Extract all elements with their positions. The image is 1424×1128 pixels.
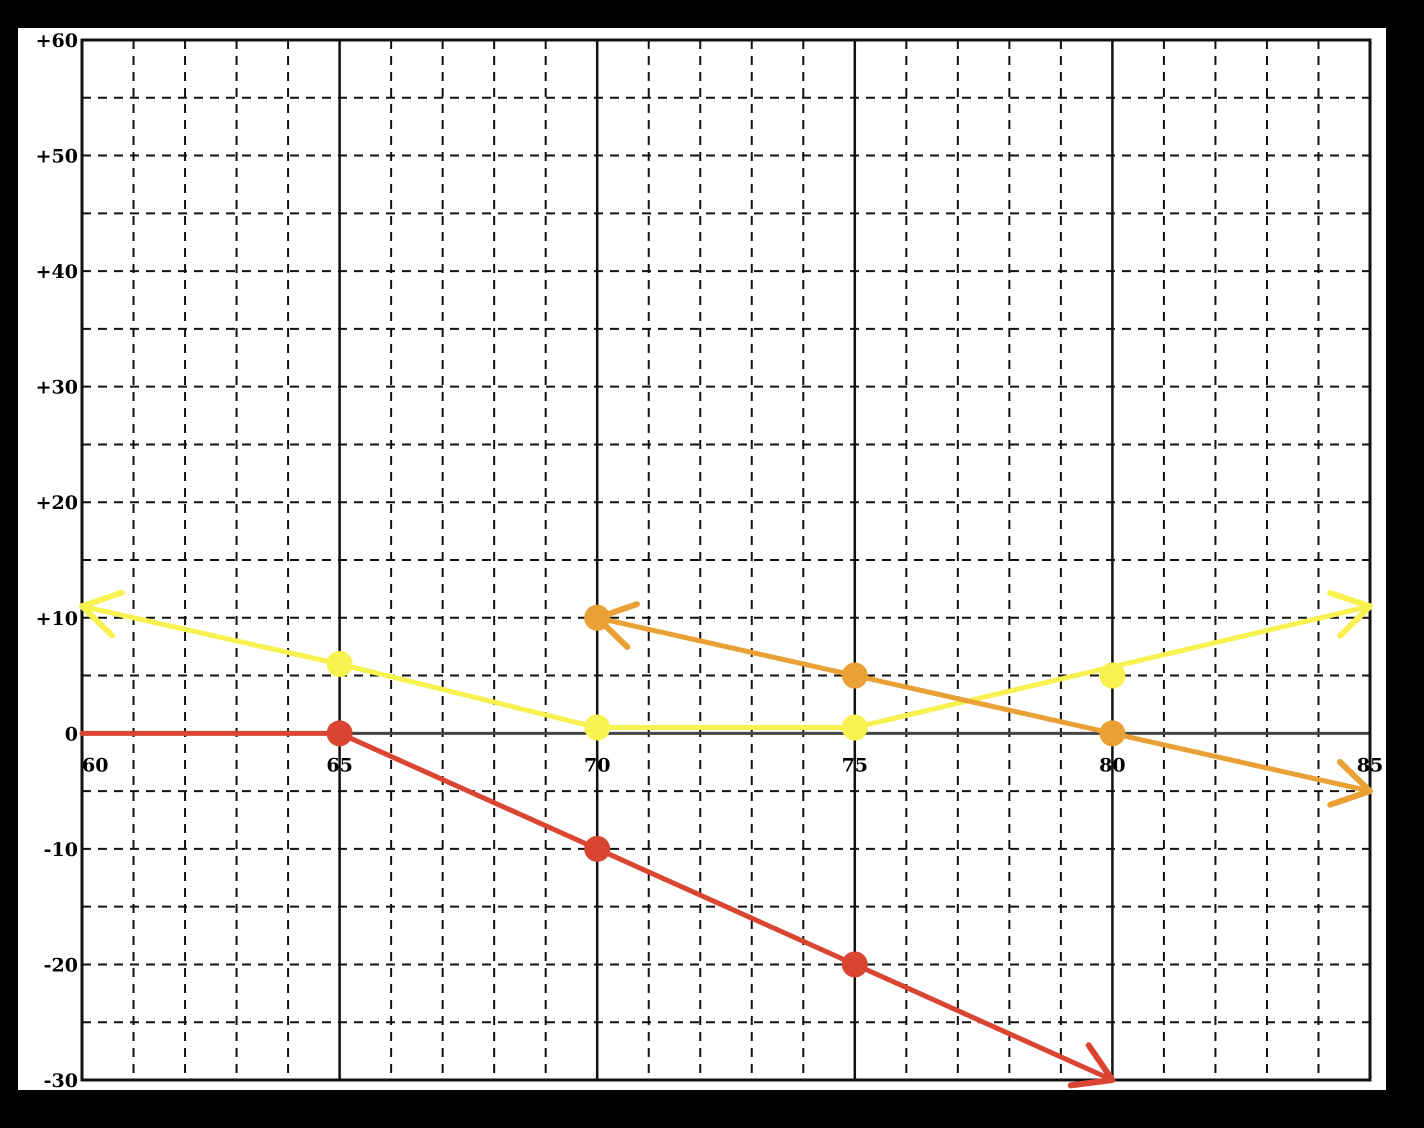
arrow-head [1327,758,1373,808]
data-point [584,714,611,741]
x-tick-label: 65 [326,754,352,776]
y-tick-label: +20 [36,492,78,514]
y-tick-label: -30 [44,1070,78,1092]
data-point [1099,720,1126,747]
plot-paper [18,28,1386,1090]
y-tick-label: +10 [36,608,78,630]
data-point [841,714,868,741]
y-tick-label: +30 [36,377,78,399]
plot-frame [80,38,1372,1082]
y-tick-label: -10 [44,839,78,861]
data-point [326,720,353,747]
x-tick-label: 75 [842,754,868,776]
tick-labels: 60 65 70 75 80 85 +60 +50 +40 +30 +20 +10 0 -10 -20 -30 [36,30,1384,1092]
x-tick-label: 70 [584,754,610,776]
y-tick-label: -20 [44,954,78,976]
data-point [841,662,868,689]
series-layer [79,589,1373,1089]
y-tick-label: +40 [36,261,78,283]
data-point [326,651,353,677]
data-point [1099,662,1126,689]
y-tick-label: 0 [65,723,78,745]
x-tick-label: 85 [1357,754,1383,776]
arrow-head [1327,590,1373,639]
series-line [594,615,1373,794]
y-tick-label: +60 [36,30,78,52]
x-tick-label: 60 [82,754,108,776]
data-point [584,835,611,862]
grid [80,38,1372,1082]
data-point [841,951,868,978]
arrow-head [79,589,125,639]
data-point [584,604,611,631]
y-tick-label: +50 [36,146,78,168]
arrow-head [1067,1042,1116,1089]
x-tick-label: 80 [1099,754,1125,776]
